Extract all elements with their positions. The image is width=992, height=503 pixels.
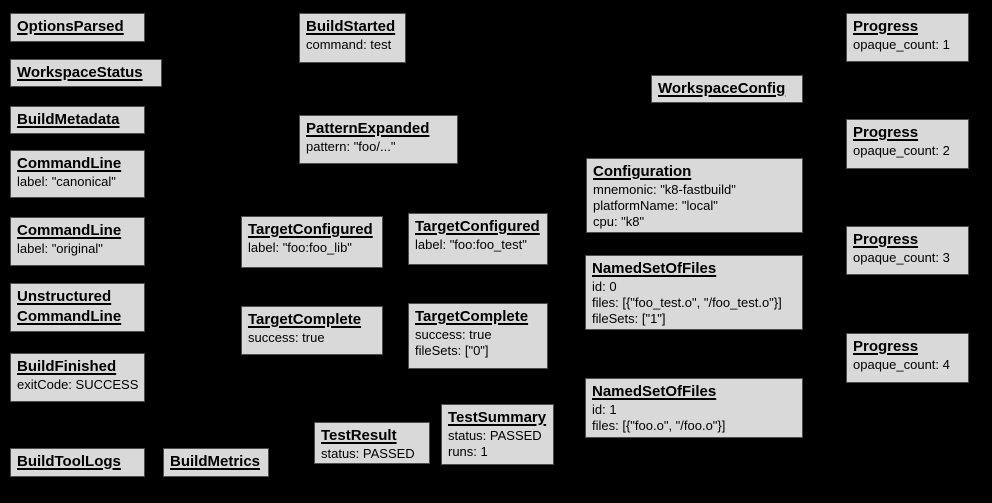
node-title: OptionsParsed — [17, 18, 124, 35]
node-test-result: TestResult status: PASSED — [314, 422, 430, 464]
node-field: status: PASSED — [448, 428, 542, 443]
node-progress-2: Progress opaque_count: 2 — [846, 119, 969, 169]
node-field: platformName: "local" — [593, 198, 718, 213]
node-workspace-config: WorkspaceConfig — [651, 75, 803, 103]
node-field: label: "original" — [17, 241, 103, 256]
node-field: label: "canonical" — [17, 174, 116, 189]
node-title: Unstructured — [17, 288, 112, 305]
node-build-started: BuildStarted command: test — [299, 13, 406, 63]
node-title: WorkspaceConfig — [658, 80, 786, 97]
node-field: label: "foo:foo_lib" — [248, 240, 352, 255]
node-field: id: 0 — [592, 279, 617, 294]
node-field: files: [{"foo.o", "/foo.o"}] — [592, 418, 726, 433]
node-title: CommandLine — [17, 222, 122, 239]
node-title: CommandLine — [17, 155, 122, 172]
node-build-finished: BuildFinished exitCode: SUCCESS — [10, 353, 145, 402]
node-title: NamedSetOfFiles — [592, 260, 717, 277]
node-progress-4: Progress opaque_count: 4 — [846, 333, 969, 383]
node-target-complete-foo-lib: TargetComplete success: true — [241, 306, 383, 355]
node-title: TargetConfigured — [248, 221, 373, 238]
node-title: Progress — [853, 18, 919, 35]
node-title: BuildStarted — [306, 18, 396, 35]
node-build-tool-logs: BuildToolLogs — [10, 448, 145, 477]
node-title: BuildMetrics — [170, 453, 261, 470]
node-title: TargetComplete — [415, 308, 529, 325]
node-field: files: [{"foo_test.o", "/foo_test.o"}] — [592, 295, 782, 310]
node-target-configured-foo-test: TargetConfigured label: "foo:foo_test" — [408, 213, 548, 265]
node-title: TestResult — [321, 427, 397, 444]
node-field: success: true — [415, 327, 492, 342]
node-title: TestSummary — [448, 409, 547, 426]
node-field: fileSets: ["0"] — [415, 343, 489, 358]
node-field: opaque_count: 4 — [853, 357, 950, 372]
node-title: Configuration — [593, 163, 692, 180]
node-field: mnemonic: "k8-fastbuild" — [593, 182, 736, 197]
node-field: exitCode: SUCCESS — [17, 377, 139, 392]
node-title: WorkspaceStatus — [17, 64, 143, 81]
node-build-metadata: BuildMetadata — [10, 106, 145, 134]
node-field: label: "foo:foo_test" — [415, 237, 527, 252]
node-title: NamedSetOfFiles — [592, 383, 717, 400]
node-field: opaque_count: 3 — [853, 250, 950, 265]
node-options-parsed: OptionsParsed — [10, 13, 145, 42]
node-command-line-canonical: CommandLine label: "canonical" — [10, 150, 145, 198]
node-title: BuildMetadata — [17, 111, 120, 128]
node-build-metrics: BuildMetrics — [163, 448, 269, 477]
node-field: runs: 1 — [448, 444, 488, 459]
node-title: Progress — [853, 338, 919, 355]
node-configuration: Configuration mnemonic: "k8-fastbuild"pla… — [586, 158, 803, 233]
node-progress-3: Progress opaque_count: 3 — [846, 226, 969, 275]
node-field: opaque_count: 2 — [853, 143, 950, 158]
node-title: CommandLine — [17, 308, 122, 325]
node-command-line-original: CommandLine label: "original" — [10, 217, 145, 266]
node-field: fileSets: ["1"] — [592, 311, 666, 326]
node-field: success: true — [248, 330, 325, 345]
node-field: status: PASSED — [321, 446, 415, 461]
node-field: cpu: "k8" — [593, 214, 645, 229]
node-field: command: test — [306, 37, 392, 52]
node-title: TargetComplete — [248, 311, 362, 328]
node-field: pattern: "foo/..." — [306, 139, 396, 154]
node-title: BuildToolLogs — [17, 453, 121, 470]
node-field: opaque_count: 1 — [853, 37, 950, 52]
node-title: Progress — [853, 231, 919, 248]
node-pattern-expanded: PatternExpanded pattern: "foo/..." — [299, 115, 458, 164]
node-workspace-status: WorkspaceStatus — [10, 59, 162, 87]
node-field: id: 1 — [592, 402, 617, 417]
node-title: PatternExpanded — [306, 120, 430, 137]
node-target-configured-foo-lib: TargetConfigured label: "foo:foo_lib" — [241, 216, 383, 268]
node-title: Progress — [853, 124, 919, 141]
node-progress-1: Progress opaque_count: 1 — [846, 13, 969, 62]
node-title: TargetConfigured — [415, 218, 540, 235]
node-title: BuildFinished — [17, 358, 117, 375]
